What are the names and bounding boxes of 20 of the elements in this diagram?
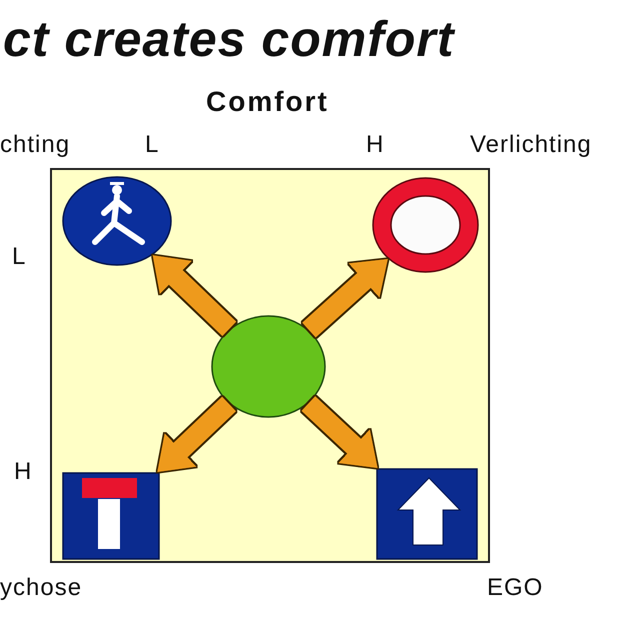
circle-shape [211, 315, 326, 418]
block-arrow [152, 255, 236, 336]
sign-caption: chting [0, 133, 70, 157]
scale-label: L [12, 245, 26, 269]
sign-caption: Verlichting [470, 133, 592, 157]
axis-title: Comfort [206, 88, 329, 116]
diagram-title: ct creates comfort [3, 14, 454, 64]
scale-label: H [366, 133, 384, 157]
block-arrow [302, 396, 378, 468]
block-arrow [157, 396, 236, 472]
one-way-sign [376, 468, 478, 560]
sign-caption: EGO [487, 576, 544, 600]
quadrant-panel [50, 168, 490, 563]
sign-caption: ychose [0, 576, 82, 600]
scale-label: H [14, 460, 32, 484]
scale-label: L [145, 133, 160, 157]
dead-end-sign [62, 472, 160, 560]
walking-person-sign [62, 176, 172, 266]
block-arrow [302, 259, 388, 338]
ring-sign [372, 177, 479, 273]
